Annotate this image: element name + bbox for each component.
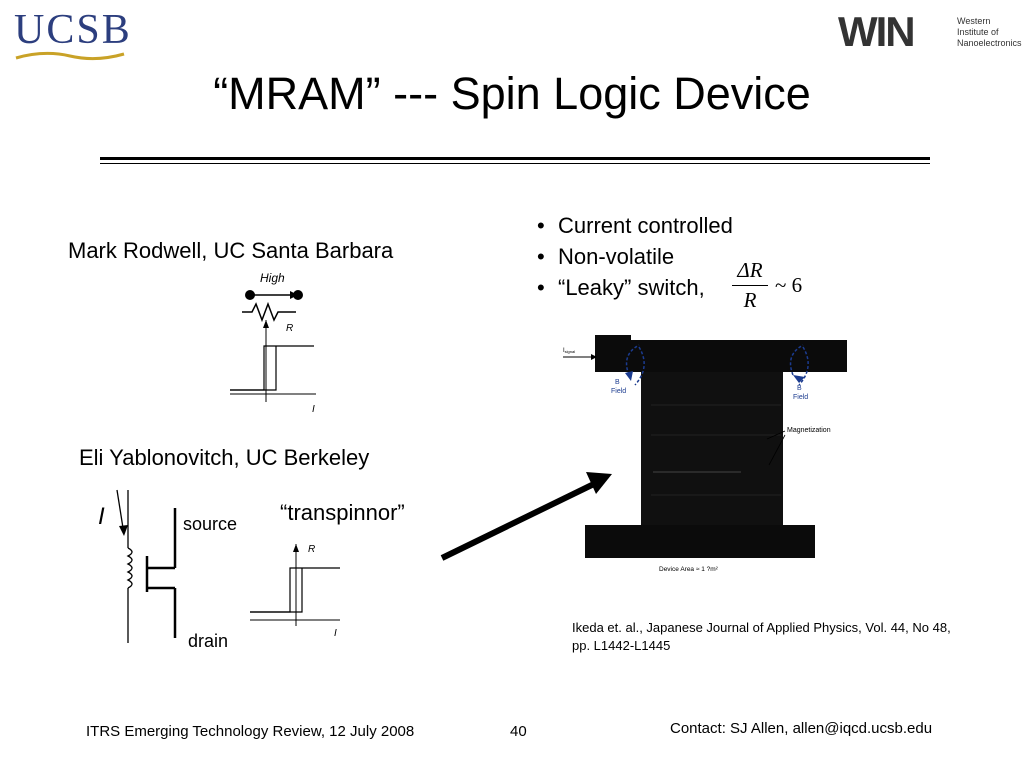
i-axis-label-2: I xyxy=(334,628,337,639)
bullet-item: •“Leaky” switch, xyxy=(537,275,705,300)
b-field-left-label: B xyxy=(615,379,620,386)
transpinnor-hysteresis-diagram: R I xyxy=(250,544,340,639)
mram-device-diagram: Isignal B Field B Field Magnetization De… xyxy=(563,335,847,573)
slide-title: “MRAM” --- Spin Logic Device xyxy=(213,68,811,119)
b-field-left-label-2: Field xyxy=(611,388,626,395)
pointer-arrow xyxy=(440,472,612,561)
ucsb-logo: UCSB xyxy=(14,7,132,53)
transpinnor-schematic xyxy=(116,489,177,643)
r-axis-label: R xyxy=(286,323,293,334)
feature-bullets: •Current controlled •Non-volatile •“Leak… xyxy=(537,210,733,303)
bullet-item: •Non-volatile xyxy=(537,244,675,269)
title-rule xyxy=(100,157,930,160)
author-rodwell: Mark Rodwell, UC Santa Barbara xyxy=(68,238,394,263)
win-logo-text: Western Institute of Nanoelectronics xyxy=(957,16,1022,48)
delta-r-over-r-fraction: ΔR R xyxy=(732,258,768,313)
author-yablonovitch: Eli Yablonovitch, UC Berkeley xyxy=(79,445,370,470)
reference-citation: Ikeda et. al., Japanese Journal of Appli… xyxy=(572,620,951,653)
footer-contact: Contact: SJ Allen, allen@iqcd.ucsb.edu xyxy=(670,720,933,737)
i-axis-label: I xyxy=(312,404,315,415)
device-area-label: Device Area ≈ 1 ?m² xyxy=(659,566,719,573)
title-rule-thin xyxy=(100,163,930,164)
source-label: source xyxy=(183,514,238,534)
win-logo: WIN xyxy=(838,8,916,55)
bullet-item: •Current controlled xyxy=(537,213,733,238)
resistor-hysteresis-diagram: High R I xyxy=(230,271,316,415)
b-field-right-label-2: Field xyxy=(793,394,808,401)
ucsb-logo-wave xyxy=(15,51,125,61)
transpinnor-label: “transpinnor” xyxy=(280,500,405,525)
current-label: I xyxy=(98,503,105,530)
high-label: High xyxy=(260,271,285,285)
b-field-right-label: B xyxy=(797,385,802,392)
ratio-value: ~ 6 xyxy=(775,273,803,297)
drain-label: drain xyxy=(188,631,229,651)
magnetization-label: Magnetization xyxy=(787,427,831,434)
r-axis-label-2: R xyxy=(308,544,315,555)
footer-event: ITRS Emerging Technology Review, 12 July… xyxy=(86,723,415,740)
i-signal-label: Isignal xyxy=(563,348,575,354)
page-number: 40 xyxy=(510,723,527,740)
